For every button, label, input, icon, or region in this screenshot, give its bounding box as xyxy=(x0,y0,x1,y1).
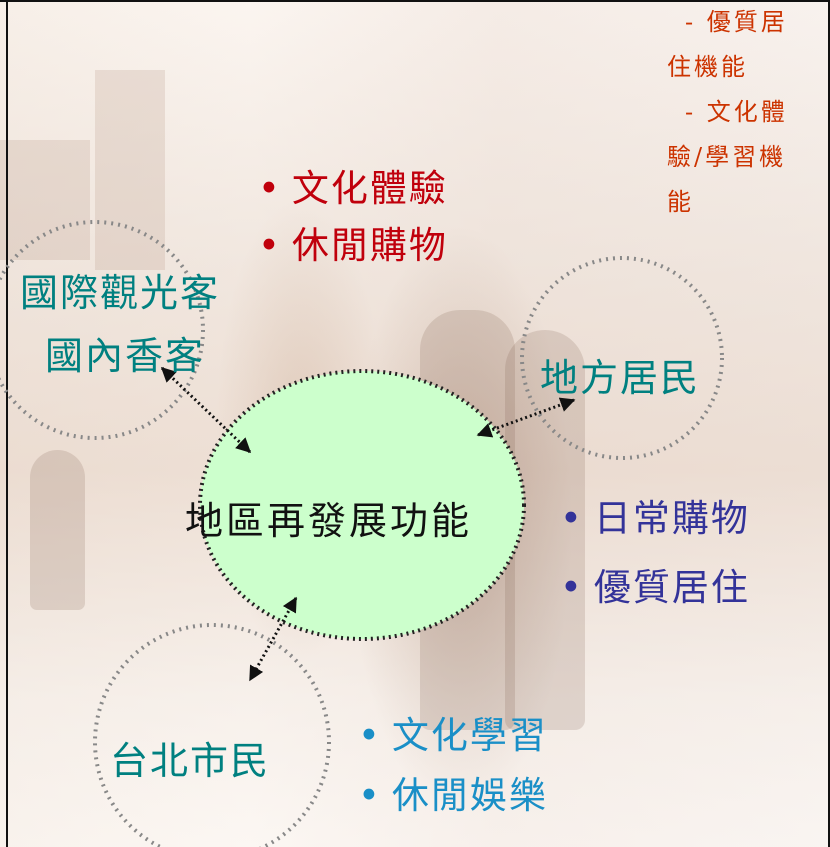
note-line: 驗/學習機 xyxy=(667,143,787,171)
tourists-circle xyxy=(0,220,205,440)
top-bullet-2: •休閒購物 xyxy=(258,215,448,269)
top-bullet-1: •文化體驗 xyxy=(258,158,448,212)
bullet-dot: • xyxy=(358,714,382,757)
arrow-residents-center xyxy=(476,397,576,438)
bullet-dot: • xyxy=(258,224,282,267)
bullet-text: 日常購物 xyxy=(593,497,750,540)
residents-label: 地方居民 xyxy=(540,356,701,400)
top-border xyxy=(0,0,830,2)
bullet-dot: • xyxy=(560,566,584,609)
citizens-circle xyxy=(93,623,331,847)
residents-circle xyxy=(520,256,724,460)
background-person xyxy=(30,450,85,610)
bullet-dot: • xyxy=(560,497,584,540)
note-line: - 文化體 xyxy=(685,98,788,126)
background-building xyxy=(0,140,90,260)
center-circle xyxy=(198,369,526,641)
citizens-label: 台北市民 xyxy=(110,739,271,783)
right-bullet-2: •優質居住 xyxy=(560,557,750,611)
background-building xyxy=(95,70,165,270)
bullet-dot: • xyxy=(258,167,282,210)
bottom-bullet-2: •休閒娛樂 xyxy=(358,765,548,819)
tourists-label-1: 國際觀光客 xyxy=(20,271,221,315)
arrow-citizens-center xyxy=(248,596,298,682)
bottom-bullet-1: •文化學習 xyxy=(358,705,548,759)
bullet-text: 優質居住 xyxy=(593,566,750,609)
note-line: 住機能 xyxy=(667,53,748,81)
right-border xyxy=(828,0,830,847)
center-label: 地區再發展功能 xyxy=(185,499,473,543)
right-bullet-1: •日常購物 xyxy=(560,488,750,542)
bullet-text: 文化體驗 xyxy=(291,167,448,210)
arrow-tourists-center xyxy=(160,366,252,454)
tourists-label-2: 國內香客 xyxy=(45,334,206,378)
bullet-dot: • xyxy=(358,774,382,817)
bullet-text: 文化學習 xyxy=(391,714,548,757)
bullet-text: 休閒娛樂 xyxy=(391,774,548,817)
left-border xyxy=(6,0,8,847)
function-notes: - 優質居 住機能 - 文化體 驗/學習機 能 xyxy=(667,0,788,225)
bullet-text: 休閒購物 xyxy=(291,224,448,267)
note-line: - 優質居 xyxy=(685,8,788,36)
note-line: 能 xyxy=(667,188,694,216)
